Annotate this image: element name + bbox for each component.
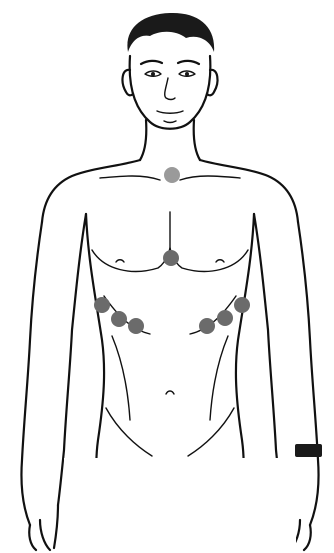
crop-mask	[64, 458, 296, 553]
marker-sternum	[163, 250, 179, 266]
marker-right-chest-2	[111, 311, 127, 327]
marker-left-chest-1	[199, 318, 215, 334]
pec-right	[92, 248, 170, 271]
collarbone-right	[100, 176, 160, 180]
shoulder-right	[42, 160, 140, 222]
pupil-right	[151, 72, 155, 76]
arm-left-outer	[298, 222, 319, 525]
arm-right-outer	[21, 222, 42, 525]
ab-left	[210, 336, 228, 420]
wristband	[295, 444, 322, 457]
torso	[42, 160, 298, 480]
marker-left-chest-3	[234, 297, 250, 313]
navel	[166, 391, 174, 394]
neck-left	[194, 120, 200, 160]
marker-right-chest-1	[94, 297, 110, 313]
collarbone-left	[180, 176, 240, 180]
face-outline	[130, 56, 211, 129]
hand-right	[29, 505, 58, 550]
pec-left	[170, 248, 248, 271]
shoulder-left	[200, 160, 298, 222]
pupil-left	[185, 72, 189, 76]
neck-right	[140, 120, 146, 160]
marker-left-chest-2	[217, 310, 233, 326]
nipple-left	[216, 260, 224, 262]
marker-right-chest-3	[128, 318, 144, 334]
head	[123, 13, 218, 129]
ab-right	[112, 336, 130, 420]
hair	[127, 13, 214, 52]
marker-neck	[164, 167, 180, 183]
nipple-right	[116, 260, 124, 262]
